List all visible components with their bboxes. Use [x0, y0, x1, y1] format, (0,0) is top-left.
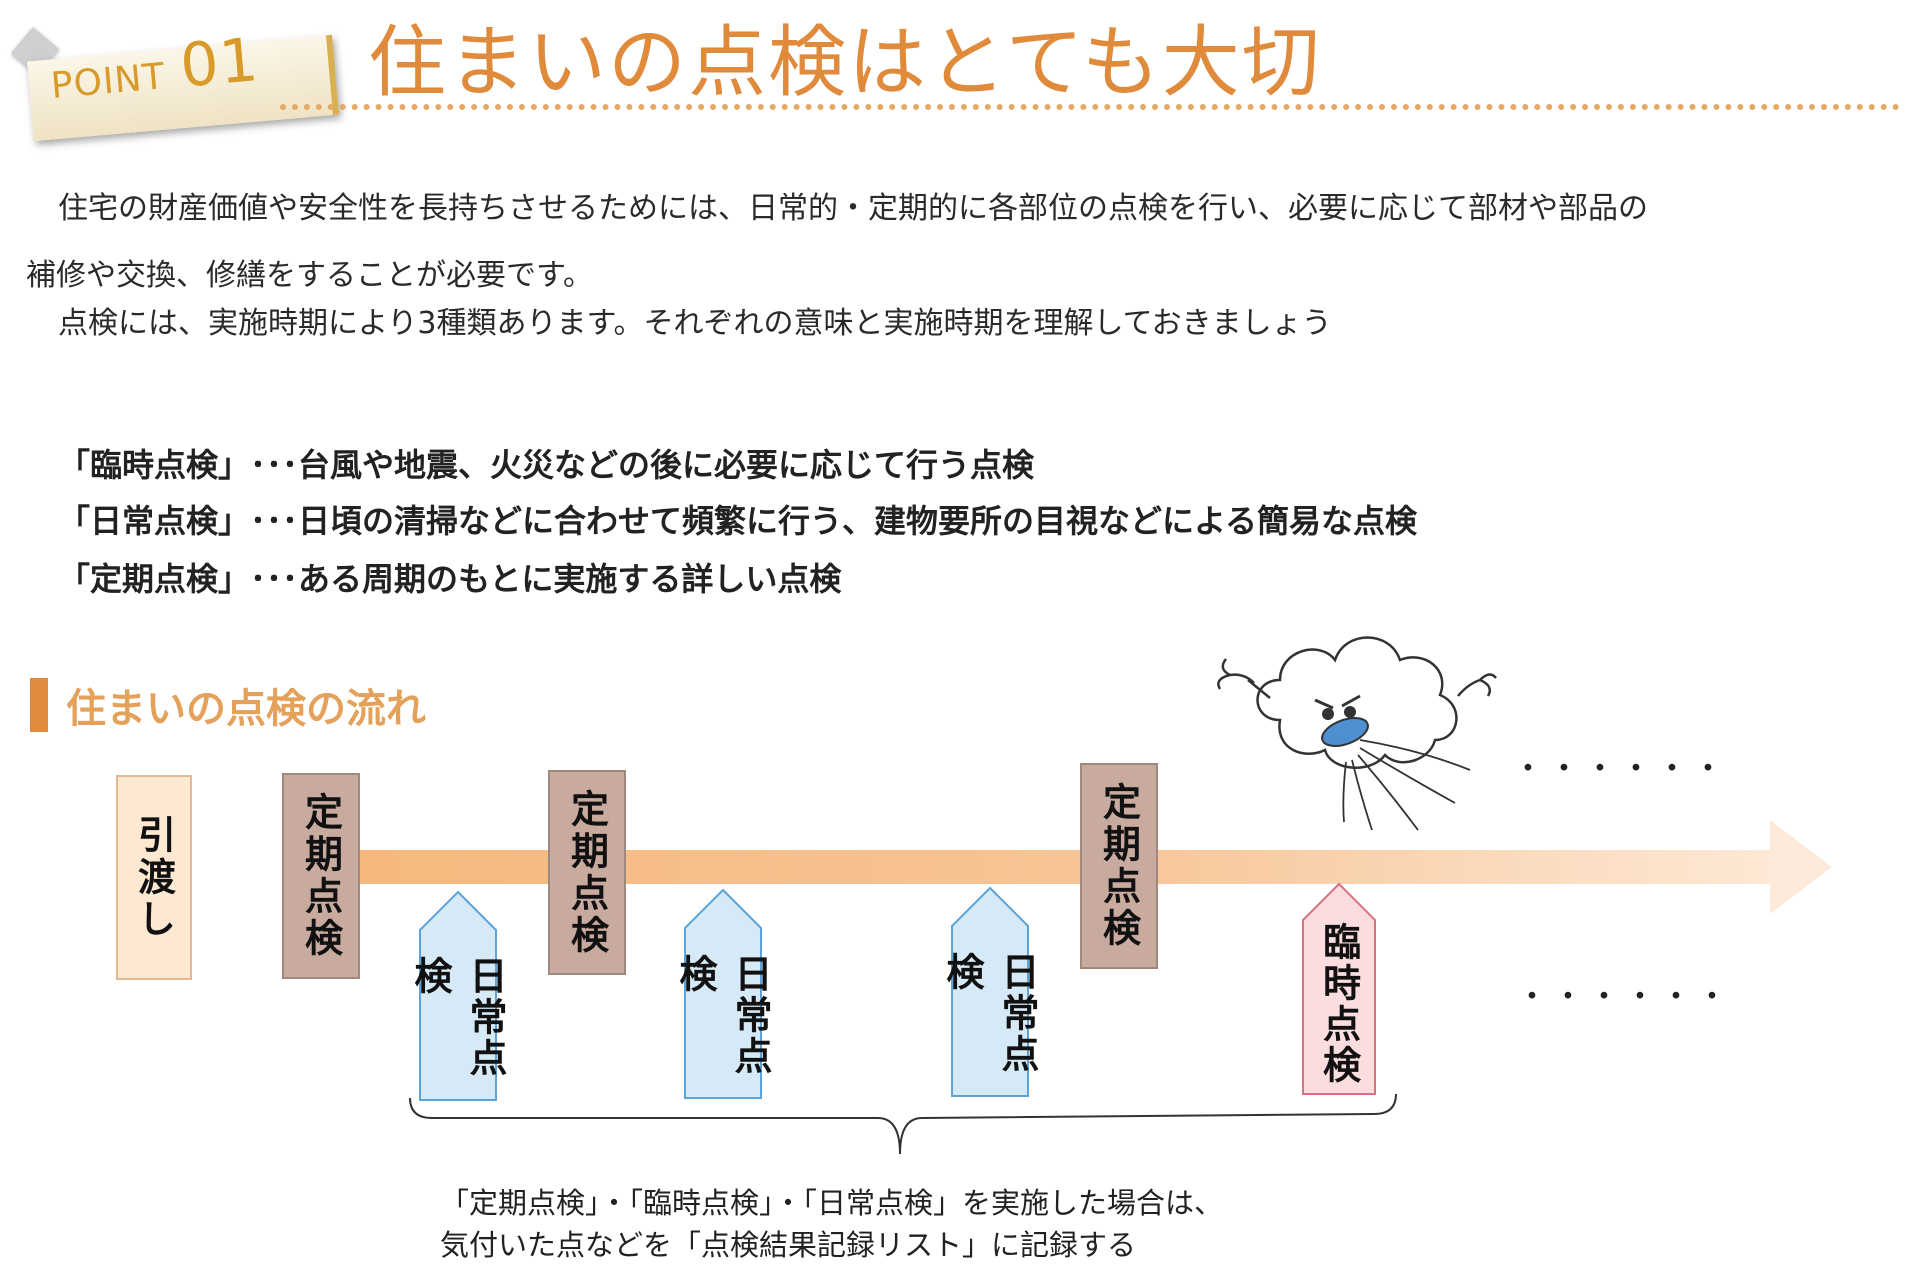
temporary-label: 臨時点検	[1316, 922, 1361, 1086]
page-title: 住まいの点検はとても大切	[368, 18, 1322, 108]
daily-marker-shape	[951, 886, 1029, 1097]
timeline-arrow-head	[1770, 820, 1832, 914]
daily-marker-shape	[684, 888, 762, 1099]
temporary-inspection-marker: 臨時点検	[1301, 882, 1377, 1096]
intro-line-1: 住宅の財産価値や安全性を長持ちさせるためには、日常的・定期的に各部位の点検を行い…	[58, 191, 1648, 226]
daily-marker-shape	[419, 890, 497, 1101]
handover-label: 引渡し	[131, 814, 176, 941]
definition-daily: 「日常点検」･･･日頃の清掃などに合わせて頻繁に行う、建物要所の目視などによる簡…	[58, 502, 1418, 540]
daily-inspection-marker: 日常点検	[673, 888, 772, 1100]
caption-line-1: 「定期点検」・「臨時点検」・「日常点検」を実施した場合は、	[440, 1186, 1224, 1220]
periodic-label: 定期点検	[298, 792, 343, 960]
continuation-dots-top: ･･････	[1518, 746, 1734, 792]
grouping-brace	[409, 1093, 1397, 1155]
point-number: 01	[177, 25, 262, 102]
caption-line-2: 気付いた点などを「点検結果記録リスト」に記録する	[440, 1228, 1137, 1262]
daily-inspection-marker: 日常点検	[408, 890, 507, 1102]
section-marker	[30, 678, 48, 732]
periodic-label: 定期点検	[1096, 782, 1141, 950]
daily-inspection-marker: 日常点検	[940, 886, 1039, 1098]
daily-label: 日常点検	[673, 954, 772, 1077]
periodic-box: 定期点検	[1080, 763, 1158, 969]
definition-periodic: 「定期点検」･･･ある周期のもとに実施する詳しい点検	[58, 560, 842, 598]
periodic-label: 定期点検	[564, 788, 609, 957]
definition-temporary: 「臨時点検」･･･台風や地震、火災などの後に必要に応じて行う点検	[58, 446, 1035, 484]
intro-line-3: 点検には、実施時期により3種類あります。それぞれの意味と実施時期を理解しておきま…	[58, 306, 1332, 341]
section-title: 住まいの点検の流れ	[66, 686, 426, 732]
intro-line-2: 補修や交換、修繕をすることが必要です。	[26, 258, 593, 293]
handover-box: 引渡し	[116, 775, 192, 980]
point-label: POINT	[49, 56, 168, 107]
daily-label: 日常点検	[408, 956, 507, 1079]
continuation-dots-bottom: ･･････	[1522, 974, 1738, 1020]
daily-label: 日常点検	[940, 952, 1039, 1075]
periodic-box: 定期点検	[282, 773, 360, 979]
storm-cloud-icon	[1217, 636, 1497, 831]
temporary-marker-shape	[1302, 882, 1376, 1095]
title-divider	[280, 104, 1900, 110]
timeline-arrow	[300, 850, 1780, 884]
periodic-box: 定期点検	[548, 770, 626, 975]
